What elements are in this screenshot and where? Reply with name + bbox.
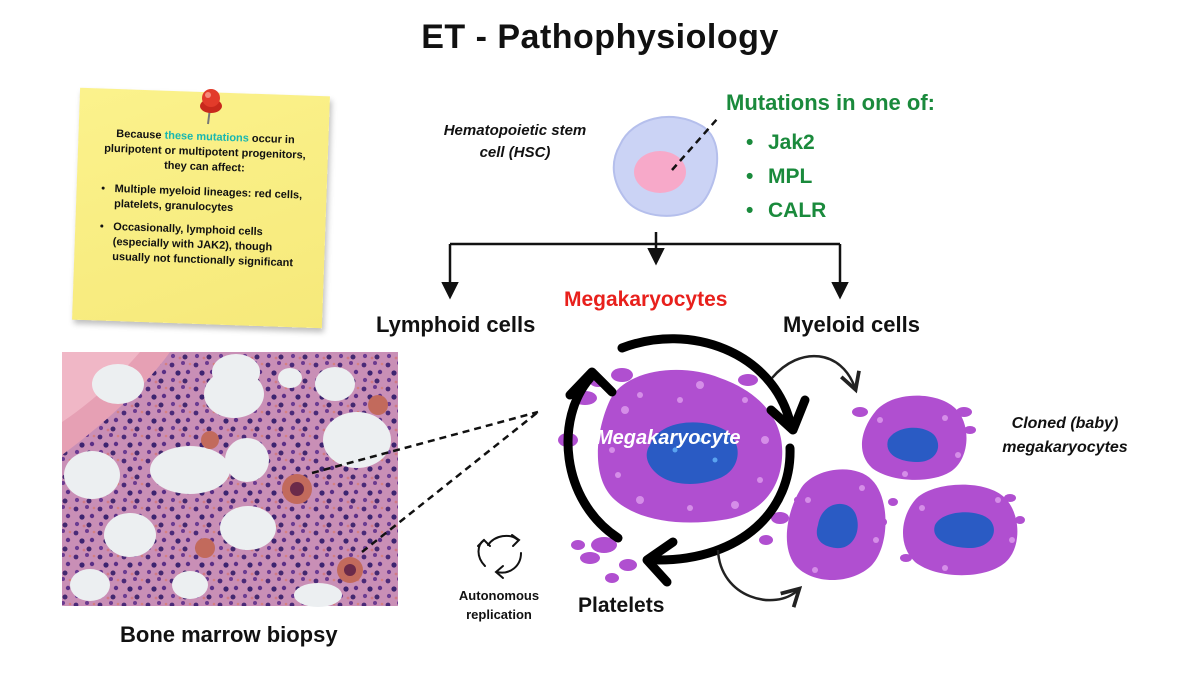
autonomous-replication-label: Autonomous replication bbox=[458, 588, 540, 622]
note-intro: Because these mutations occur in pluripo… bbox=[103, 128, 306, 175]
mutation-item: CALR bbox=[746, 194, 826, 228]
myeloid-cells-label: Myeloid cells bbox=[783, 312, 920, 337]
cloned-megakaryocyte bbox=[861, 395, 967, 480]
note-bullet-item: Multiple myeloid lineages: red cells, pl… bbox=[114, 182, 307, 219]
hsc-label: Hematopoietic stem cell (HSC) bbox=[443, 122, 587, 161]
mutation-item: MPL bbox=[746, 160, 826, 194]
lineage-branches bbox=[441, 232, 849, 300]
megakaryocytes-label: Megakaryocytes bbox=[564, 288, 728, 311]
zoom-lines bbox=[311, 410, 539, 553]
megakaryocyte-cell-label: Megakaryocyte bbox=[596, 427, 741, 449]
lymphoid-cells-label: Lymphoid cells bbox=[376, 312, 536, 337]
hsc-cell bbox=[612, 115, 719, 217]
note-highlight: these mutations bbox=[164, 129, 250, 145]
bone-marrow-biopsy-image bbox=[62, 352, 398, 607]
push-pin-icon bbox=[200, 89, 222, 125]
mutations-title: Mutations in one of: bbox=[726, 90, 935, 115]
note-bullet-item: Occasionally, lymphoid cells (especially… bbox=[112, 220, 305, 272]
cloned-megakaryocytes-label: Cloned (baby) megakaryocytes bbox=[1002, 415, 1128, 456]
page-title: ET - Pathophysiology bbox=[421, 18, 779, 56]
sticky-note-text: Because these mutations occur in pluripo… bbox=[98, 127, 309, 280]
autonomous-replication-icon bbox=[477, 534, 522, 579]
mutations-list: Jak2 MPL CALR bbox=[746, 126, 826, 228]
cloned-megakaryocyte bbox=[902, 484, 1018, 576]
note-bullets: Multiple myeloid lineages: red cells, pl… bbox=[98, 181, 307, 271]
main-megakaryocyte bbox=[597, 369, 783, 523]
mutation-item: Jak2 bbox=[746, 126, 826, 160]
replication-cycle-arrows bbox=[563, 334, 810, 587]
cloned-megakaryocyte bbox=[786, 469, 886, 580]
platelets-label: Platelets bbox=[578, 594, 665, 617]
bone-marrow-biopsy-label: Bone marrow biopsy bbox=[120, 622, 338, 647]
clone-arrows bbox=[716, 354, 855, 600]
